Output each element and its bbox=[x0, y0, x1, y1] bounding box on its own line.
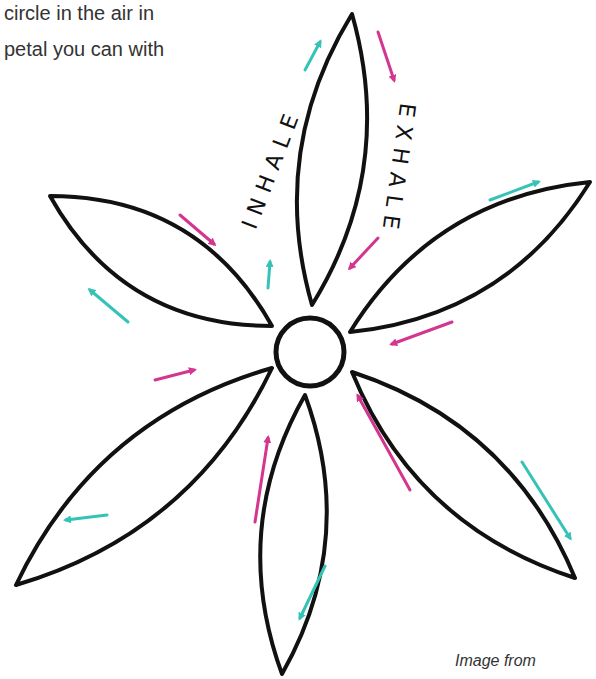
exhale-arrow bbox=[350, 238, 378, 268]
credit-text: Image from bbox=[455, 652, 536, 670]
exhale-arrow bbox=[255, 438, 268, 522]
inhale-arrow bbox=[522, 462, 570, 538]
petal bbox=[50, 196, 272, 326]
exhale-arrow bbox=[155, 370, 194, 380]
inhale-arrow bbox=[66, 515, 107, 520]
petal bbox=[352, 372, 575, 578]
inhale-arrow bbox=[268, 262, 270, 288]
instruction-text: petal you can with bbox=[4, 38, 164, 61]
exhale-arrow bbox=[358, 396, 410, 490]
exhale-arrow bbox=[180, 215, 214, 244]
inhale-arrow bbox=[90, 290, 128, 322]
inhale-arrow bbox=[490, 182, 538, 200]
inhale-arrow bbox=[300, 566, 325, 618]
petal bbox=[260, 395, 327, 674]
exhale-arrow bbox=[392, 322, 452, 344]
breath-label: EXHALE bbox=[378, 102, 419, 238]
center-circle bbox=[276, 318, 344, 386]
instruction-text: circle in the air in bbox=[4, 2, 154, 25]
petal bbox=[16, 368, 272, 585]
exhale-arrow bbox=[378, 32, 394, 80]
inhale-arrow bbox=[305, 42, 320, 70]
